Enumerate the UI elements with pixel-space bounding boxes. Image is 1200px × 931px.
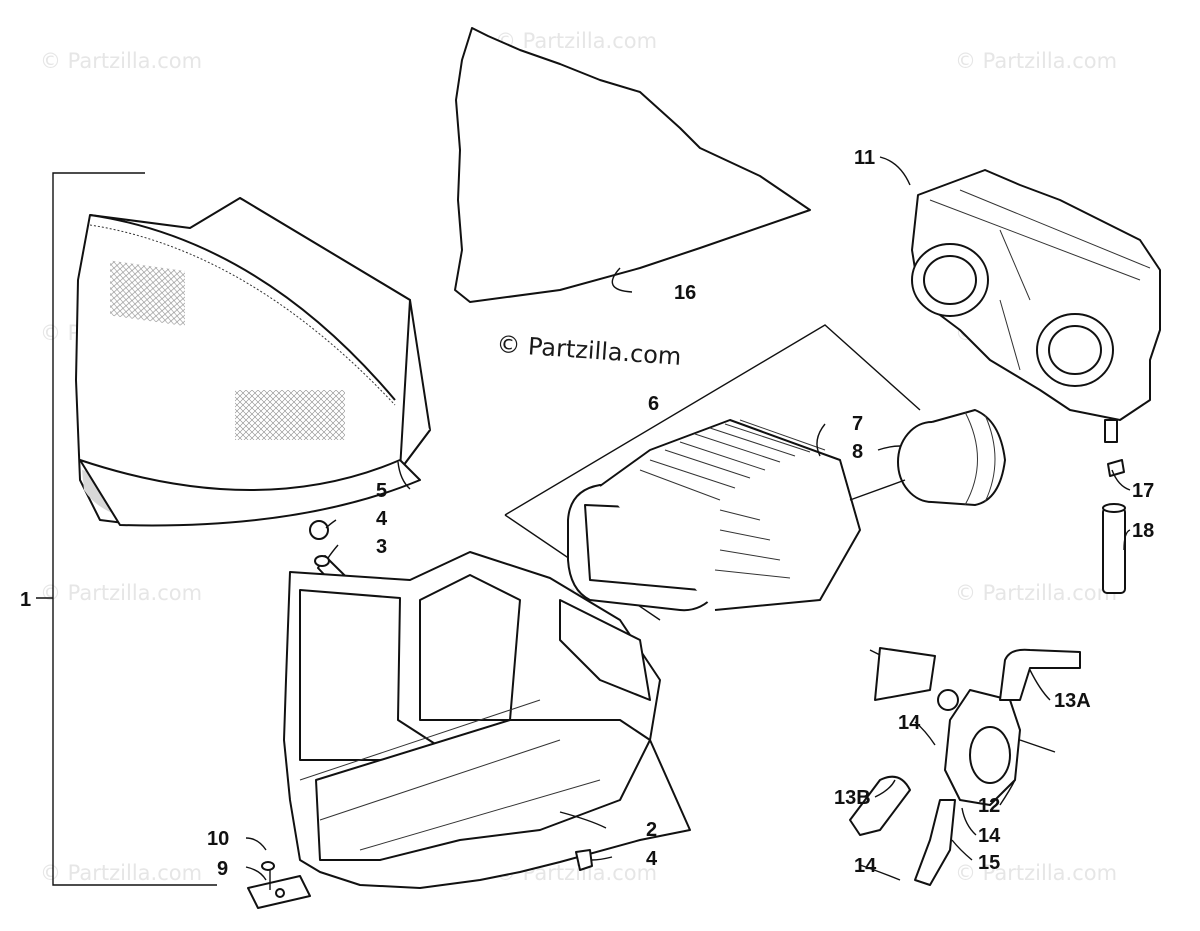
callout-7: 7	[852, 413, 863, 435]
watermark-text: © Partzilla.com	[955, 861, 1117, 885]
callout-10: 10	[207, 828, 229, 850]
intake-boot-part	[849, 409, 1006, 506]
callout-9: 9	[217, 858, 228, 880]
bracket-plate-part	[247, 861, 311, 909]
callout-8: 8	[852, 441, 863, 463]
callout-5: 5	[376, 480, 387, 502]
watermark-text: © Partzilla.com	[40, 49, 202, 73]
clamp-part	[1107, 459, 1125, 477]
filter-sheet-part	[454, 27, 811, 303]
clip-part	[575, 849, 593, 871]
center-watermark-text: © Partzilla.com	[496, 330, 683, 371]
group-1-bracket	[36, 172, 217, 886]
callout-11: 11	[854, 147, 875, 169]
callout-14-lower: 14	[854, 855, 877, 877]
callout-15: 15	[978, 852, 1000, 874]
callout-14-middle: 14	[978, 825, 1001, 847]
callout-1: 1	[20, 589, 31, 611]
callout-4-lower: 4	[646, 848, 658, 870]
watermark-text: © Partzilla.com	[955, 581, 1117, 605]
callout-16: 16	[674, 282, 696, 304]
callout-2: 2	[646, 819, 657, 841]
filter-element-part	[504, 324, 921, 621]
callout-13b: 13B	[834, 787, 871, 809]
carburetor-part	[911, 169, 1161, 443]
callout-14-upper: 14	[898, 712, 921, 734]
drain-hose-part	[1102, 503, 1126, 594]
callout-3: 3	[376, 536, 387, 558]
watermark-text: © Partzilla.com	[495, 29, 657, 53]
leader-lines	[245, 156, 1131, 881]
callout-18: 18	[1132, 520, 1154, 542]
callout-17: 17	[1132, 480, 1154, 502]
watermark-text: © Partzilla.com	[40, 861, 202, 885]
watermark-text: © Partzilla.com	[955, 49, 1117, 73]
airbox-part	[283, 551, 691, 889]
callout-12: 12	[978, 795, 1000, 817]
callout-6: 6	[648, 393, 659, 415]
callout-4-upper: 4	[376, 508, 388, 530]
air-filter-cover-part	[75, 197, 431, 527]
watermark-text: © Partzilla.com	[40, 581, 202, 605]
callout-13a: 13A	[1054, 690, 1091, 712]
callouts: 16 5 4 3 1 2 4 10 9 6 7 8 11 17 18 13A 1…	[20, 147, 1154, 880]
fuel-pump-part	[849, 647, 1081, 886]
